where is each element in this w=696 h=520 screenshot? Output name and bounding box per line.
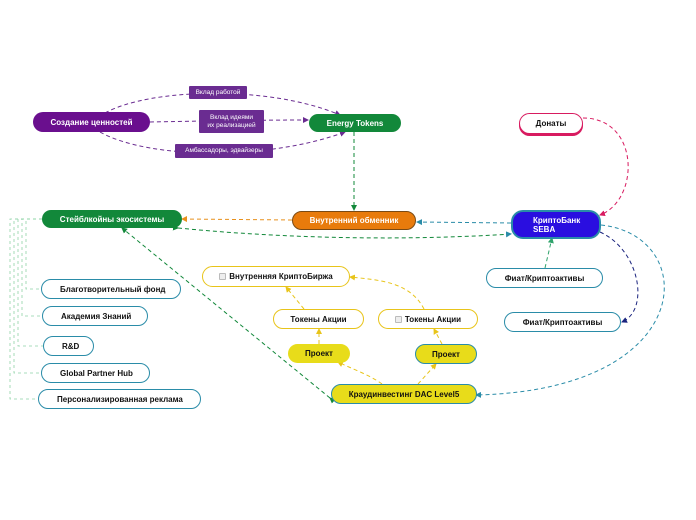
edge-tokeny2-birzha: [349, 274, 425, 310]
edge-bank-crowd: [475, 224, 665, 398]
checkbox-icon: [394, 315, 402, 323]
node-stablecoins[interactable]: Стейблкойны экосистемы: [42, 210, 182, 228]
edge-label-rabota: Вклад работой: [189, 86, 247, 99]
node-energy-tokens[interactable]: Energy Tokens: [309, 114, 401, 132]
tokeny2-label: Токены Акции: [404, 314, 462, 324]
edge-fiat1-bank: [544, 237, 554, 269]
node-tokeny1[interactable]: Токены Акции: [273, 309, 364, 329]
edge-ambassadory: [99, 130, 346, 154]
edge-bank-fiat2: [599, 231, 639, 323]
edge-label-ambassadory: Амбассадоры, эдвайзеры: [175, 144, 273, 158]
edge-proekt2-tokeny2: [433, 328, 443, 345]
node-birzha[interactable]: Внутренняя КриптоБиржа: [202, 266, 350, 287]
edge-crowd-proekt1: [337, 361, 383, 385]
edge-stablecoins-bank: [172, 224, 512, 239]
edge-crowd-proekt2: [417, 363, 437, 385]
checkbox-icon: [219, 273, 227, 280]
node-sozdanie[interactable]: Создание ценностей: [33, 112, 150, 132]
birzha-label: Внутренняя КриптоБиржа: [229, 272, 333, 281]
node-proekt1[interactable]: Проект: [288, 344, 350, 363]
node-crowd[interactable]: Краудинвестинг DAC Level5: [331, 384, 477, 404]
node-gph[interactable]: Global Partner Hub: [41, 363, 150, 383]
node-fiat2[interactable]: Фиат/Криптоактивы: [504, 312, 621, 332]
idei-line2: их реализацией: [207, 121, 256, 129]
node-proekt2[interactable]: Проект: [415, 344, 477, 364]
node-donaty[interactable]: Донаты: [519, 113, 583, 134]
node-tokeny2[interactable]: Токены Акции: [378, 309, 478, 329]
node-fiat1[interactable]: Фиат/Криптоактивы: [486, 268, 603, 288]
node-fond[interactable]: Благотворительный фонд: [41, 279, 181, 299]
idei-line1: Вклад идеями: [210, 113, 253, 121]
edge-donaty-bank: [582, 117, 629, 217]
node-rnd[interactable]: R&D: [43, 336, 94, 356]
edge-rabota: [104, 92, 341, 116]
edge-obmennik-stablecoins: [181, 216, 293, 223]
kriptobank-line1: КриптоБанк: [533, 215, 581, 225]
kriptobank-line2: SEBA: [533, 224, 556, 234]
stablecoins-tree: [9, 218, 43, 400]
node-reklama[interactable]: Персонализированная реклама: [38, 389, 201, 409]
edge-bank-obmennik: [416, 219, 512, 226]
node-akademiya[interactable]: Академия Знаний: [42, 306, 148, 326]
edge-tokeny1-birzha: [285, 286, 305, 310]
edge-crowd-stablecoins: [121, 227, 336, 404]
node-obmennik[interactable]: Внутренний обменник: [292, 211, 416, 230]
